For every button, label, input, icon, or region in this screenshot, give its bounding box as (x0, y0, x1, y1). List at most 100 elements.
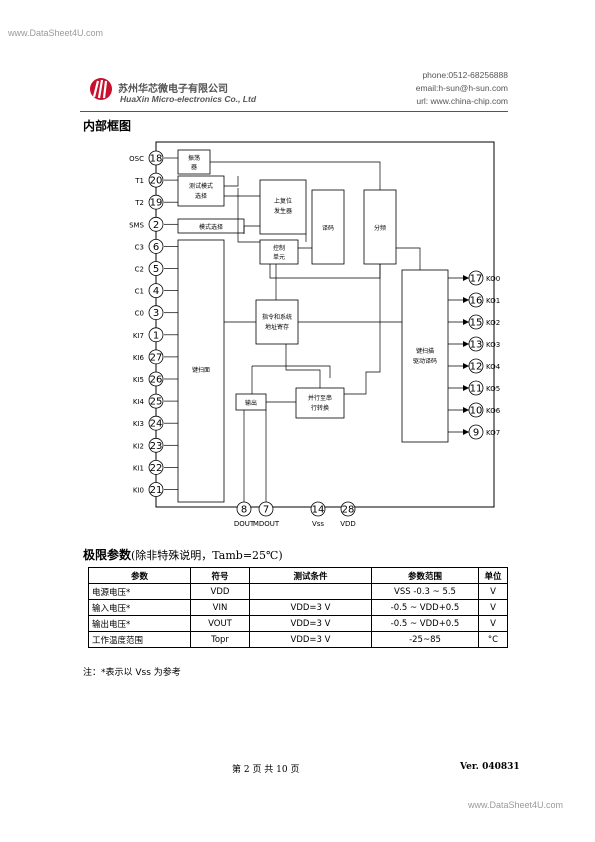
right-pin-label: KO2 (486, 319, 500, 327)
left-pin-number: 2 (153, 220, 159, 231)
left-pin-circle (148, 150, 164, 166)
drive-decode-label-2: 驱动译码 (413, 357, 437, 365)
right-pin-label: KO7 (486, 429, 500, 437)
header-range: 参数范围 (371, 567, 479, 584)
limits-cell-unit: V (478, 615, 508, 632)
reset-label-1: 上复位 (274, 197, 292, 205)
limits-cell-range: -0.5 ~ VDD+0.5 (371, 599, 479, 616)
limits-subtitle: (除非特殊说明，Tamb=25℃) (131, 549, 283, 562)
left-pin-number: 20 (150, 176, 163, 187)
bottom-pin-label: VDD (340, 520, 356, 528)
right-pin-arrow (463, 429, 469, 435)
watermark-top[interactable]: www.DataSheet4U.com (8, 28, 104, 38)
right-pin-number: 13 (470, 340, 483, 351)
command-register-block (255, 299, 299, 345)
left-pin-circle (148, 393, 164, 409)
header-param: 参数 (88, 567, 191, 584)
left-pin-label: KI1 (133, 464, 144, 472)
limits-cell-param: 输入电压* (88, 599, 191, 616)
bottom-pin-label: Vss (312, 520, 324, 528)
left-pin-circle (148, 172, 164, 188)
command-register-label-1: 指令和系统 (262, 313, 292, 321)
left-pin-circle (148, 239, 164, 254)
right-pin-label: KO0 (486, 275, 500, 283)
left-pin-number: 3 (153, 308, 159, 319)
company-name-en: HuaXin Micro-electronics Co., Ltd (120, 94, 257, 104)
right-pin-circle (468, 336, 484, 352)
drive-decode-block (401, 269, 449, 443)
limits-cell-symbol: Topr (190, 631, 250, 648)
left-pin-label: KI5 (133, 376, 144, 384)
limits-cell-cond: VDD=3 V (249, 631, 372, 648)
test-mode-label-1: 测试模式 (189, 182, 213, 190)
left-pin-number: 23 (150, 441, 163, 452)
internal-wires (210, 161, 421, 502)
parallel-serial-label-1: 并行至串 (308, 394, 332, 402)
watermark-bottom[interactable]: www.DataSheet4U.com (468, 800, 564, 810)
divider-label: 分频 (374, 224, 386, 232)
left-pin-circle (148, 482, 164, 497)
right-pin-arrow (463, 341, 469, 347)
bottom-pin-number: 28 (342, 505, 355, 516)
header-condition: 测试条件 (249, 567, 372, 584)
left-pin-number: 18 (150, 154, 163, 165)
right-pin-number: 15 (470, 318, 483, 329)
contact-email: email:h-sun@h-sun.com (415, 83, 508, 93)
header-symbol: 符号 (190, 567, 250, 584)
right-pin-arrow (463, 407, 469, 413)
left-pin-number: 22 (150, 463, 163, 474)
header-unit: 单位 (478, 567, 508, 584)
left-pin-label: T2 (134, 199, 144, 207)
right-pin-number: 10 (470, 406, 483, 417)
drive-decode-label-1: 键扫描 (416, 347, 434, 355)
right-pin-circle (468, 424, 484, 440)
contact-phone: phone:0512-68256888 (422, 70, 508, 80)
left-pin-circle (148, 437, 164, 453)
limits-cell-range: -25~85 (371, 631, 479, 648)
limits-cell-cond (249, 583, 372, 600)
bottom-pin-label: DOUT (234, 520, 255, 528)
limits-section-title: 极限参数(除非特殊说明，Tamb=25℃) (83, 546, 283, 563)
left-pin-number: 26 (150, 375, 163, 386)
header-divider (80, 111, 508, 112)
limits-cell-unit: °C (478, 631, 508, 648)
left-pins: 18OSC20T119T22SMS6C35C24C13C01KI727KI626… (129, 150, 178, 497)
left-pin-circle (148, 283, 164, 299)
parallel-serial-block (295, 387, 345, 419)
left-pin-label: C0 (135, 310, 144, 318)
right-pin-arrow (463, 385, 469, 391)
keyscan-block (177, 239, 225, 503)
left-pin-number: 21 (150, 485, 163, 496)
decode-label: 译码 (322, 224, 334, 232)
left-pin-number: 5 (153, 264, 159, 275)
left-pin-label: C3 (135, 243, 144, 251)
right-pin-arrow (463, 363, 469, 369)
limits-cell-cond: VDD=3 V (249, 615, 372, 632)
right-pin-arrow (463, 297, 469, 303)
limits-cell-param: 工作温度范围 (88, 631, 191, 648)
right-pin-label: KO6 (486, 407, 501, 415)
left-pin-circle (148, 305, 164, 321)
contact-url: url: www.china-chip.com (416, 96, 508, 106)
left-pin-circle (148, 459, 164, 475)
bottom-pin-number: 7 (263, 505, 269, 516)
left-pin-label: C1 (135, 288, 144, 296)
right-pin-label: KO5 (486, 385, 500, 393)
left-pin-number: 27 (150, 352, 163, 363)
left-pin-circle (148, 261, 164, 276)
limits-cell-unit: V (478, 583, 508, 600)
page-number: 第 2 页 共 10 页 (232, 765, 300, 775)
left-pin-circle (148, 194, 164, 210)
left-pin-number: 1 (153, 330, 159, 341)
right-pin-label: KO3 (486, 341, 500, 349)
command-register-label-2: 地址寄存 (265, 323, 289, 331)
output-label: 输出 (245, 399, 257, 407)
left-pin-circle (148, 216, 164, 232)
version: Ver. 040831 (460, 762, 520, 772)
limits-cell-cond: VDD=3 V (249, 599, 372, 616)
bottom-pin-number: 14 (312, 505, 325, 516)
limits-cell-unit: V (478, 599, 508, 616)
